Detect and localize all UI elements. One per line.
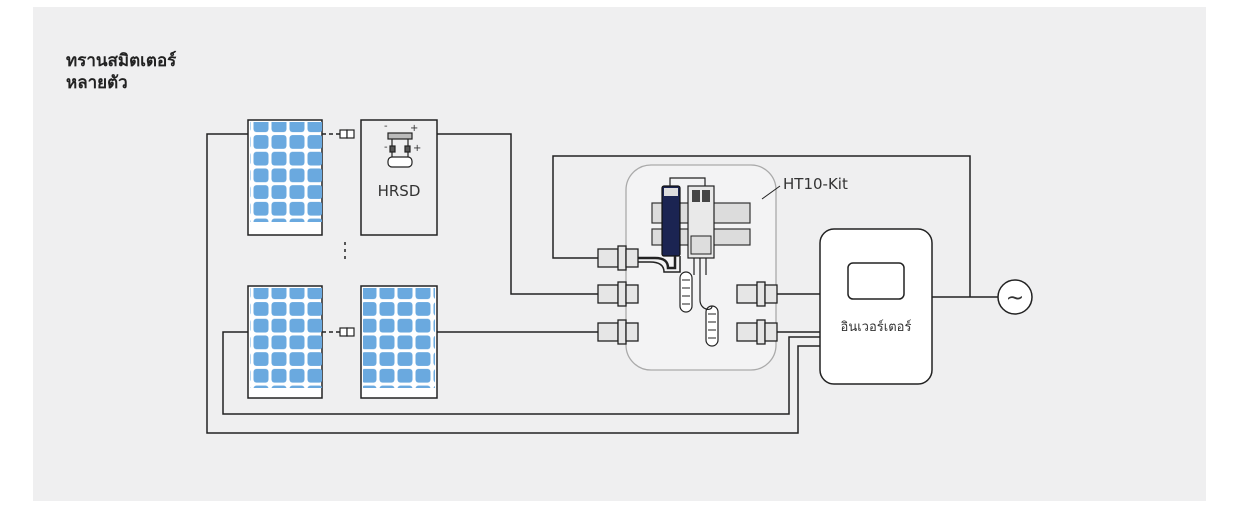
hrsd-plus-top: + bbox=[410, 123, 418, 134]
hrsd-device-icon bbox=[387, 132, 413, 168]
hrsd-minus-bottom: - bbox=[384, 142, 388, 153]
transmitter-module bbox=[661, 185, 681, 257]
ht10-kit-label: HT10-Kit bbox=[783, 175, 848, 193]
inverter-label: อินเวอร์เตอร์ bbox=[840, 319, 911, 335]
ac-grid-icon: ~ bbox=[997, 279, 1033, 315]
hrsd-minus-top: - bbox=[384, 121, 388, 132]
mc4-connector-bottom bbox=[339, 327, 355, 337]
current-sensor-top bbox=[679, 271, 693, 313]
solar-panel-bottom-left bbox=[247, 285, 323, 399]
ac-symbol: ~ bbox=[1006, 286, 1024, 311]
inverter-display bbox=[847, 262, 905, 300]
title-line-2: หลายตัว bbox=[66, 73, 128, 93]
title-line-1: ทรานสมิตเตอร์ bbox=[66, 51, 177, 71]
mc4-connector-top bbox=[339, 129, 355, 139]
hrsd-box: - + - + HRSD bbox=[360, 119, 438, 236]
ht10-kit: HT10-Kit bbox=[597, 164, 848, 371]
solar-panel-top-left bbox=[247, 119, 323, 236]
solar-panel-bottom-right bbox=[360, 285, 438, 399]
diagram-title: ทรานสมิตเตอร์ หลายตัว bbox=[66, 50, 176, 94]
inverter: อินเวอร์เตอร์ bbox=[819, 228, 933, 385]
wire-kit-to-inverter bbox=[777, 293, 820, 333]
hrsd-plus-bottom: + bbox=[413, 143, 421, 154]
hrsd-label: HRSD bbox=[378, 182, 421, 200]
wire-inner-loop bbox=[222, 331, 820, 415]
wire-outer-loop bbox=[206, 133, 820, 434]
current-sensor-bottom bbox=[705, 305, 719, 347]
wire-ac-to-kit bbox=[552, 155, 971, 297]
